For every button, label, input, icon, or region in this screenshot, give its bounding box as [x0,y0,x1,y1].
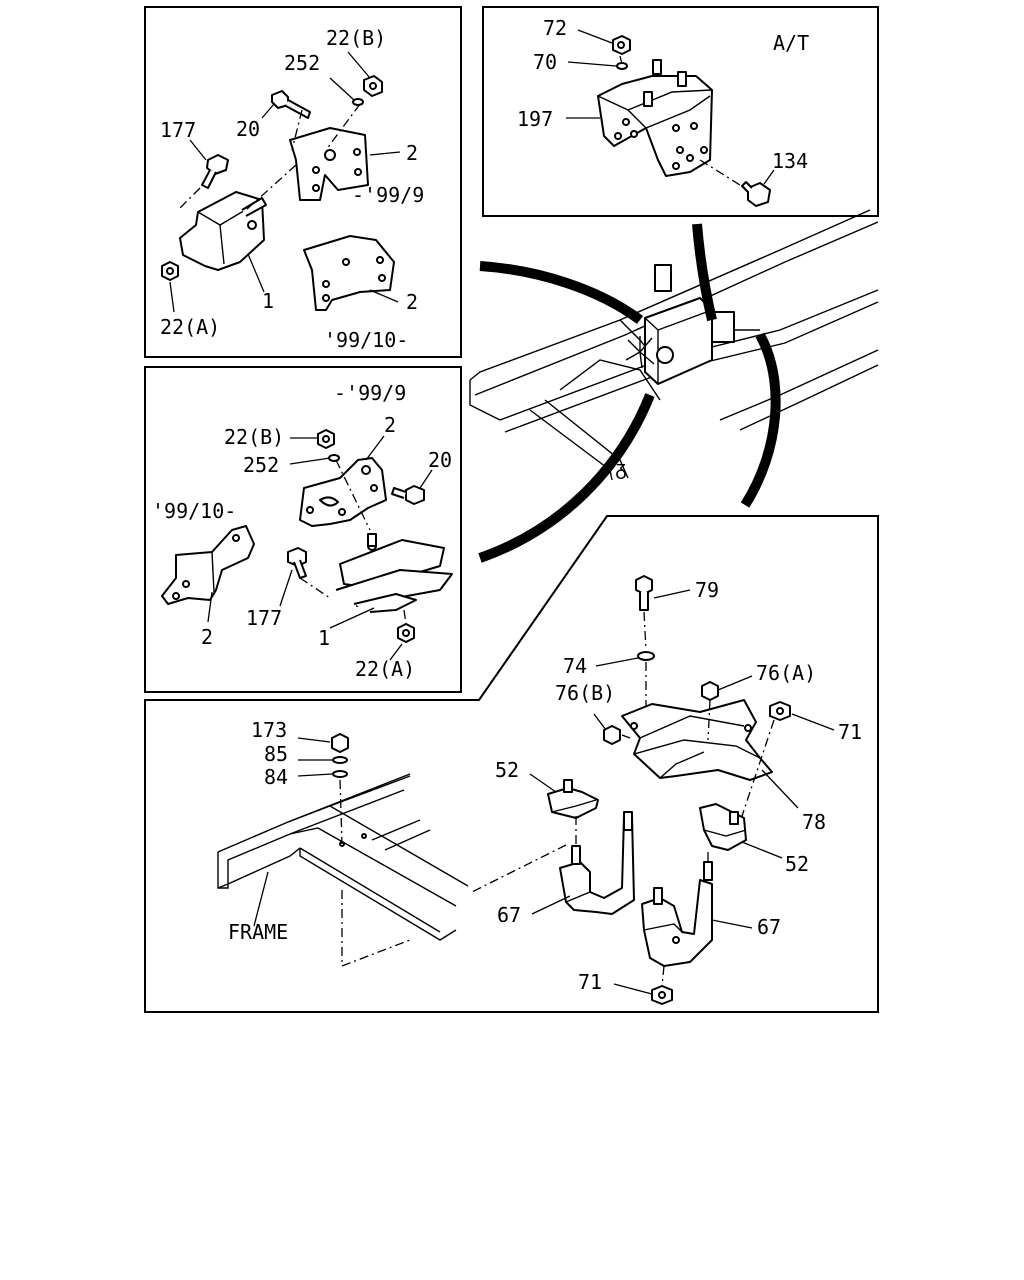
label-tr-72: 72 [543,16,567,40]
label-b-78: 78 [802,810,826,834]
top-left-labels: 22(B) 252 20 177 2 -'99/9 1 22(A) 2 '99/… [160,26,424,352]
top-left-parts [161,75,395,311]
label-tr-197: 197 [517,107,553,131]
label-tr-134: 134 [772,149,808,173]
bottom-labels: 79 74 76(A) 76(B) 71 173 85 84 52 78 52 … [228,578,862,994]
callout-arc-middle-left [478,393,655,563]
panel-middle-left [144,366,462,693]
middle-left-labels: -'99/9 22(B) 2 252 20 '99/10- 177 2 1 22… [152,381,452,681]
label-b-52-left: 52 [495,758,519,782]
middle-left-leaders [207,435,433,661]
panel-top-right [482,6,879,217]
label-ml-99-10: '99/10- [152,499,236,523]
label-tl-177: 177 [160,118,196,142]
label-b-85: 85 [264,742,288,766]
label-tr-70: 70 [533,50,557,74]
chassis-overview: ᵹ [469,209,879,481]
panel-bottom [144,515,879,1013]
label-ml-20: 20 [428,448,452,472]
callout-arc-top-right [692,223,717,322]
label-b-84: 84 [264,765,288,789]
label-tl-20: 20 [236,117,260,141]
label-tl-22a: 22(A) [160,315,220,339]
label-b-67-right: 67 [757,915,781,939]
label-tl-99-10: '99/10- [324,328,408,352]
bottom-leaders [253,589,835,995]
label-ml-177: 177 [246,606,282,630]
label-tl-2-a: 2 [406,141,418,165]
label-b-67-left: 67 [497,903,521,927]
label-tl-1: 1 [262,289,274,313]
label-tl-252: 252 [284,51,320,75]
label-b-frame: FRAME [228,920,288,944]
label-tr-at: A/T [773,31,809,55]
bottom-parts [217,575,791,1005]
label-ml-22a: 22(A) [355,657,415,681]
top-right-leaders [566,29,775,185]
label-ml-1: 1 [318,626,330,650]
top-right-labels: 72 A/T 70 197 134 [517,16,809,173]
label-ml-252: 252 [243,453,279,477]
middle-left-parts [161,429,453,643]
label-ml-2-b: 2 [201,625,213,649]
label-tl-2-b: 2 [406,290,418,314]
top-left-leaders [169,51,401,313]
label-ml-99-9: -'99/9 [334,381,406,405]
label-ml-2-a: 2 [384,413,396,437]
label-b-52-right: 52 [785,852,809,876]
callout-arc-top-left [479,261,643,325]
top-right-parts [597,35,771,207]
label-b-74: 74 [563,654,587,678]
label-b-76b: 76(B) [555,681,615,705]
label-tl-22b: 22(B) [326,26,386,50]
label-tl-99-9: -'99/9 [352,183,424,207]
label-ml-22b: 22(B) [224,425,284,449]
label-b-71-bottom: 71 [578,970,602,994]
label-b-71-top: 71 [838,720,862,744]
callout-arc-bottom-right [740,332,781,508]
label-b-76a: 76(A) [756,661,816,685]
panel-top-left [144,6,462,358]
label-b-79: 79 [695,578,719,602]
label-b-173: 173 [251,718,287,742]
